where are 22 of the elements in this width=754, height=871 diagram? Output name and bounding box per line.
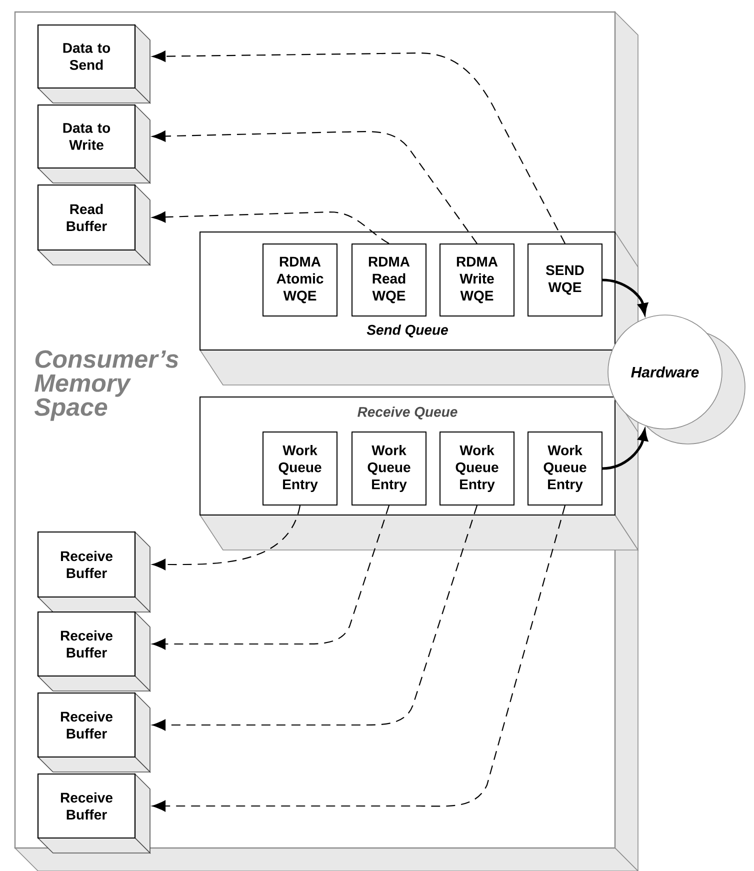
buffer-block: Receive Buffer	[37, 531, 151, 613]
buffer-block: Data to Write	[37, 104, 151, 184]
buffer-block: Receive Buffer	[37, 692, 151, 773]
buffer-block: Read Buffer	[37, 184, 151, 266]
arrow	[152, 50, 566, 244]
arrow	[152, 505, 301, 570]
queue-entry-box: Work Queue Entry	[440, 432, 514, 506]
queue-entry-box: SEND WQE	[528, 244, 602, 316]
queue-entry-box: Work Queue Entry	[528, 432, 602, 506]
buffer-block: Data to Send	[37, 24, 151, 104]
queue-entry-box: RDMA Read WQE	[352, 244, 426, 316]
queue-entry-box: RDMA Atomic WQE	[262, 244, 338, 316]
arrow	[152, 505, 390, 650]
queue-entry-box: Work Queue Entry	[352, 432, 426, 506]
buffer-block: Receive Buffer	[37, 773, 151, 854]
queue-entry-box: Work Queue Entry	[262, 432, 338, 506]
arrow	[152, 130, 478, 244]
buffer-block: Receive Buffer	[37, 611, 151, 692]
queue-entry-box: RDMA Write WQE	[440, 244, 514, 316]
arrow	[152, 211, 390, 244]
arrow	[152, 505, 566, 812]
arrow	[152, 505, 478, 731]
